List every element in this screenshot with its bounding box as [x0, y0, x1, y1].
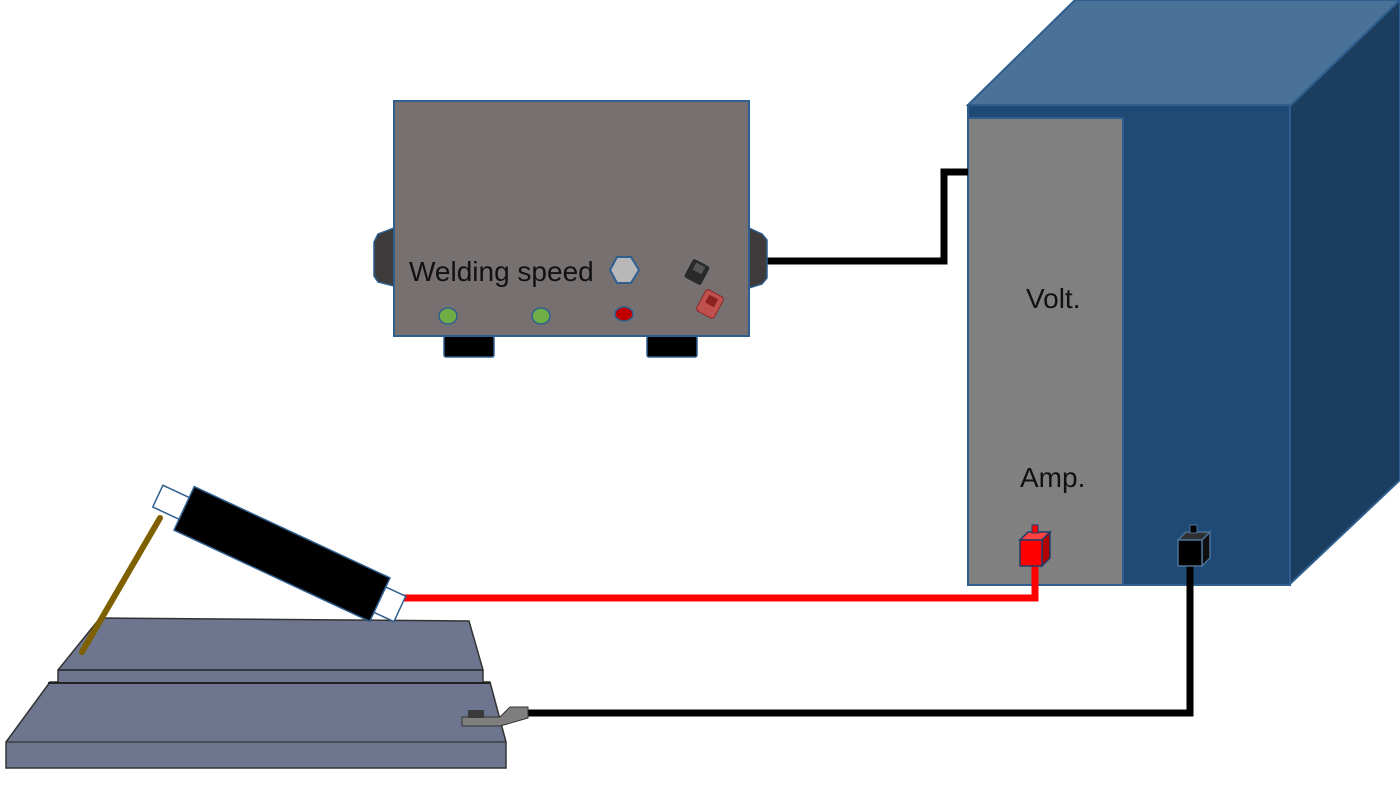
workpiece	[5, 617, 529, 769]
welding-electrode	[79, 484, 407, 655]
negative-cable	[528, 560, 1194, 717]
led-red	[614, 306, 634, 322]
volt-label: Volt.	[1026, 283, 1080, 314]
controller-left-handle	[373, 226, 395, 287]
led-green-1	[438, 307, 458, 325]
top-plate	[57, 617, 484, 684]
holder-cap-front	[372, 585, 407, 623]
meter-panel	[967, 117, 1124, 586]
positive-cable	[400, 560, 1039, 602]
hexagon-knob-icon[interactable]	[608, 256, 641, 284]
toggle-switch-red-icon[interactable]	[696, 289, 725, 320]
toggle-switch-icon[interactable]	[683, 258, 711, 287]
bottom-plate	[5, 681, 507, 769]
led-green-2	[531, 307, 551, 325]
power-source: Volt. Amp.	[965, 0, 1400, 587]
negative-terminal-icon	[1176, 524, 1212, 568]
controller-body	[393, 100, 750, 337]
holder-cap-rear	[151, 484, 191, 521]
controller-right-handle	[748, 226, 768, 290]
positive-terminal-icon	[1018, 524, 1052, 568]
speed-controller: Welding speed	[373, 100, 768, 358]
control-cable	[765, 168, 968, 265]
controller-foot-left	[443, 335, 495, 358]
electrode-rod	[79, 515, 163, 655]
amp-label: Amp.	[1020, 462, 1085, 493]
controller-foot-right	[646, 335, 698, 358]
electrode-holder-body	[172, 485, 392, 623]
ground-clamp-icon	[461, 706, 529, 727]
welding-speed-label: Welding speed	[409, 256, 594, 287]
